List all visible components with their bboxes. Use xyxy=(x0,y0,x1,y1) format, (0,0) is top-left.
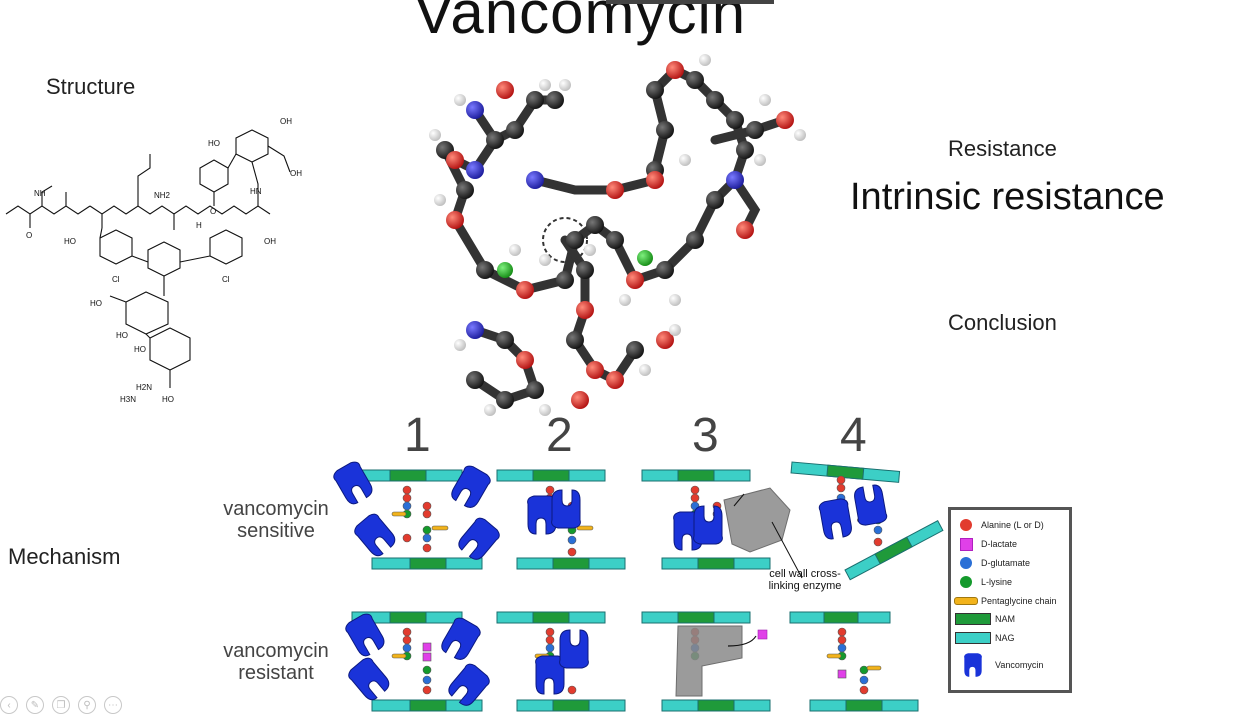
legend-label: Pentaglycine chain xyxy=(981,596,1057,606)
legend-label: D-glutamate xyxy=(981,558,1031,568)
legend-item-vancomycin: Vancomycin xyxy=(951,650,1071,680)
pentaglycine-chain-icon xyxy=(954,597,978,605)
intrinsic-resistance-heading: Intrinsic resistance xyxy=(850,176,1165,218)
row-label-line: vancomycin xyxy=(223,498,329,520)
atom-label: HN xyxy=(250,187,262,196)
atom-label: Cl xyxy=(112,275,120,284)
atom-label: OH xyxy=(280,117,292,126)
d-lactate-square-icon xyxy=(959,537,973,551)
legend-item-d-glutamate: D-glutamate xyxy=(951,554,1071,572)
vancomycin-2d-structure: NH O OH HO NH2 Cl HN H H2N OH HO HO Cl O… xyxy=(5,117,302,404)
more-icon[interactable]: ⋯ xyxy=(104,696,122,714)
legend: Alanine (L or D) D-lactate D-glutamate L… xyxy=(948,507,1072,693)
zoom-icon[interactable]: ⚲ xyxy=(78,696,96,714)
vancomycin-3d-model xyxy=(429,54,806,416)
copy-icon[interactable]: ❐ xyxy=(52,696,70,714)
atom-label: OH xyxy=(290,169,302,178)
atom-label: H2N xyxy=(136,383,152,392)
atom-label: HO xyxy=(134,345,146,354)
atom-label: HO xyxy=(162,395,174,404)
slide-title: Vancomycin xyxy=(413,0,747,46)
step-number-2: 2 xyxy=(546,409,573,462)
row-label-line: sensitive xyxy=(237,520,315,542)
atom-label: NH xyxy=(34,189,46,198)
atom-label: HO xyxy=(116,331,128,340)
title-underline xyxy=(606,0,774,4)
back-icon[interactable]: ‹ xyxy=(0,696,18,714)
legend-item-nag: NAG xyxy=(951,629,1071,647)
conclusion-label: Conclusion xyxy=(948,310,1057,335)
atom-label: NH2 xyxy=(154,191,171,200)
atom-label: OH xyxy=(264,237,276,246)
atoms xyxy=(429,54,806,416)
legend-label: NAM xyxy=(995,614,1015,624)
mechanism-diagram xyxy=(331,458,944,712)
cross-linking-enzyme xyxy=(675,487,791,697)
skeletal-bonds xyxy=(5,129,291,388)
atom-label: HO xyxy=(90,299,102,308)
nam-bar-icon xyxy=(955,613,991,625)
atom-label: H xyxy=(196,221,202,230)
legend-label: Alanine (L or D) xyxy=(981,520,1044,530)
legend-item-l-lysine: L-lysine xyxy=(951,573,1071,591)
legend-item-d-lactate: D-lactate xyxy=(951,535,1071,553)
legend-label: D-lactate xyxy=(981,539,1018,549)
step-number-1: 1 xyxy=(404,409,431,462)
step-number-4: 4 xyxy=(840,409,867,462)
vancomycin-icon xyxy=(964,653,982,677)
legend-item-nam: NAM xyxy=(951,610,1071,628)
legend-label: L-lysine xyxy=(981,577,1013,587)
legend-label: NAG xyxy=(995,633,1015,643)
row-label-line: resistant xyxy=(238,662,314,684)
row-label-line: vancomycin xyxy=(223,640,329,662)
alanine-dot-icon xyxy=(960,519,972,531)
l-lysine-dot-icon xyxy=(960,576,972,588)
atom-label: Cl xyxy=(222,275,230,284)
structure-label: Structure xyxy=(46,74,136,99)
enzyme-label: cell wall cross-linking enzyme xyxy=(768,568,842,592)
resistance-label: Resistance xyxy=(948,136,1057,161)
sugar-bars xyxy=(351,461,944,712)
legend-item-pentaglycine: Pentaglycine chain xyxy=(951,592,1071,610)
nag-bar-icon xyxy=(955,632,991,644)
pen-icon[interactable]: ✎ xyxy=(26,696,44,714)
atom-label: H3N xyxy=(120,395,136,404)
presentation-toolbar: ‹ ✎ ❐ ⚲ ⋯ xyxy=(0,696,122,716)
step-number-3: 3 xyxy=(692,409,719,462)
atom-label: HO xyxy=(208,139,220,148)
legend-item-alanine: Alanine (L or D) xyxy=(951,516,1071,534)
atom-label: O xyxy=(210,207,216,216)
mechanism-label: Mechanism xyxy=(8,544,121,569)
d-glutamate-dot-icon xyxy=(960,557,972,569)
legend-label: Vancomycin xyxy=(995,660,1044,670)
atom-label: O xyxy=(26,231,32,240)
atom-label: HO xyxy=(64,237,76,246)
